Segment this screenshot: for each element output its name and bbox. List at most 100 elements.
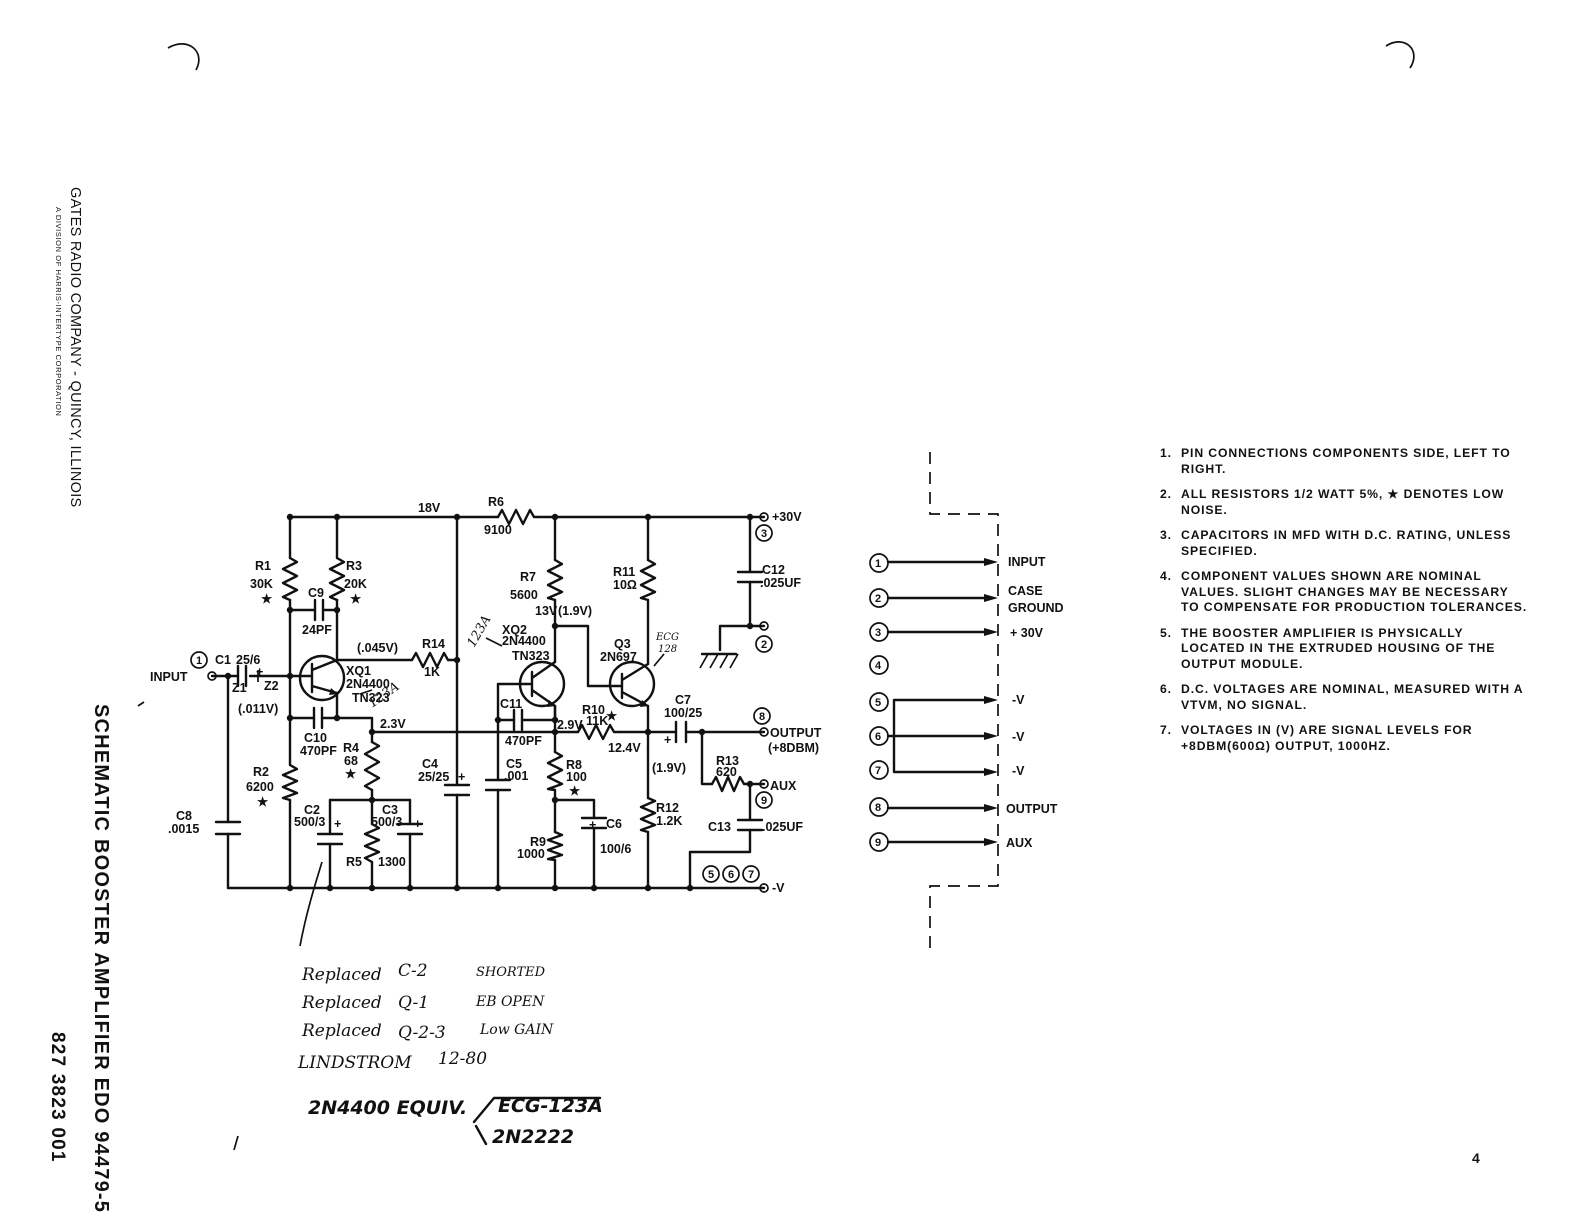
repair-row1-action: Replaced xyxy=(301,965,382,985)
c6-value: 100/6 xyxy=(600,842,631,856)
notes-list: 1.PIN CONNECTIONS COMPONENTS SIDE, LEFT … xyxy=(1158,446,1530,764)
resistor-r12 xyxy=(639,796,657,834)
c7-label: C7 xyxy=(675,693,691,707)
c3-value: 500/3 xyxy=(371,815,402,829)
c8-value: .0015 xyxy=(168,822,199,836)
company-name: GATES RADIO COMPANY - QUINCY, ILLINOIS xyxy=(67,187,83,508)
resistor-r10 xyxy=(576,723,622,741)
capacitor-c8 xyxy=(214,820,242,836)
note-item: 4.COMPONENT VALUES SHOWN ARE NOMINAL VAL… xyxy=(1160,569,1528,614)
resistor-r11 xyxy=(639,558,657,602)
pin-diagram-num-9: 9 xyxy=(875,837,881,849)
pin-1-marker: 1 xyxy=(196,655,202,667)
resistor-r2 xyxy=(281,763,299,802)
r3-label: R3 xyxy=(346,559,362,573)
repair-row2-fault: EB OPEN xyxy=(475,994,545,1010)
r4-label: R4 xyxy=(343,741,359,755)
capacitor-c1 xyxy=(236,664,248,688)
note-item: 6.D.C. VOLTAGES ARE NOMINAL, MEASURED WI… xyxy=(1160,682,1524,712)
resistor-r9 xyxy=(546,830,564,862)
note-item: 5.THE BOOSTER AMPLIFIER IS PHYSICALLY LO… xyxy=(1160,625,1496,671)
plus30-label: +30V xyxy=(772,510,802,524)
v011-label: (.011V) xyxy=(238,702,278,716)
note-item: 1.PIN CONNECTIONS COMPONENTS SIDE, LEFT … xyxy=(1160,446,1511,476)
repair-row1-fault: SHORTED xyxy=(476,965,546,980)
pin-3-marker: 3 xyxy=(761,528,767,540)
q1-alt: TN323 xyxy=(352,691,390,705)
v23-label: 2.3V xyxy=(380,717,406,731)
c10-label: C10 xyxy=(304,731,327,745)
q1-type: 2N4400 xyxy=(346,677,390,691)
r8-label: R8 xyxy=(566,758,582,772)
pin-diagram-label-minus-v-2: -V xyxy=(1012,730,1025,744)
capacitor-c10 xyxy=(312,706,324,730)
pin-diagram-label-minus-v-1: -V xyxy=(1012,693,1025,707)
pin-diagram-num-8: 8 xyxy=(875,802,881,814)
return-pin-5: 5 xyxy=(708,869,714,881)
c3-plus: + xyxy=(414,817,421,831)
r10-label: R10 xyxy=(582,703,605,717)
r3-star: ★ xyxy=(350,592,362,606)
capacitor-c6 xyxy=(580,816,608,830)
resistor-r3 xyxy=(328,556,346,602)
transistor-xq1 xyxy=(298,654,346,702)
pin-diagram-num-6: 6 xyxy=(875,731,881,743)
q2-type: 2N4400 xyxy=(502,634,546,648)
r5-label: R5 xyxy=(346,855,362,869)
c6-label: C6 xyxy=(606,817,622,831)
resistor-symbols xyxy=(281,508,748,864)
resistor-r5 xyxy=(363,822,381,864)
terminal-ground xyxy=(759,621,769,631)
input-label: INPUT xyxy=(150,670,188,684)
terminal-input xyxy=(207,671,217,681)
capacitor-c3 xyxy=(396,822,424,836)
resistor-r8 xyxy=(546,750,564,792)
v19b-label: (1.9V) xyxy=(652,761,686,775)
v18-label: 18V xyxy=(418,501,441,515)
capacitor-c4 xyxy=(443,783,471,797)
capacitor-c13 xyxy=(736,818,764,832)
pin-diagram-num-3: 3 xyxy=(875,627,881,639)
r4-star: ★ xyxy=(345,767,357,781)
c9-label: C9 xyxy=(308,586,324,600)
return-pin-7: 7 xyxy=(748,869,754,881)
r11-label: R11 xyxy=(613,565,635,579)
svg-text:128: 128 xyxy=(658,644,677,655)
r6-value: 9100 xyxy=(484,523,512,537)
q3-type: 2N697 xyxy=(600,650,637,664)
pin-diagram-label-input: INPUT xyxy=(1008,555,1046,569)
r12-label: R12 xyxy=(656,801,679,815)
r13-label: R13 xyxy=(716,754,739,768)
company-division: A DIVISION OF HARRIS-INTERTYPE CORPORATI… xyxy=(54,207,63,417)
resistor-r13 xyxy=(710,775,748,793)
pin-diagram-label-plus30: + 30V xyxy=(1010,626,1044,640)
junction-dots xyxy=(224,513,754,892)
note-item: 2.ALL RESISTORS 1/2 WATT 5%, ★ DENOTES L… xyxy=(1160,487,1505,517)
c6-plus: + xyxy=(589,818,596,832)
c11-value: 470PF xyxy=(505,734,542,748)
zener-z1-z2 xyxy=(250,670,262,682)
z1-label: Z1 xyxy=(232,681,247,695)
r2-label: R2 xyxy=(253,765,269,779)
r5-value: 1300 xyxy=(378,855,406,869)
v124-label: 12.4V xyxy=(608,741,641,755)
r12-value: 1.2K xyxy=(656,814,682,828)
resistor-r4 xyxy=(363,740,381,792)
pin-diagram-num-2: 2 xyxy=(875,593,881,605)
page-number: 4 xyxy=(1472,1150,1480,1166)
repair-row3-fault: Low GAIN xyxy=(479,1022,554,1038)
equiv-2n2222: 2N2222 xyxy=(492,1126,574,1148)
c2-label: C2 xyxy=(304,803,320,817)
repair-row2-part: Q-1 xyxy=(398,993,429,1013)
v29-label: 2.9V xyxy=(557,718,583,732)
resistor-r6 xyxy=(496,508,540,526)
r1-label: R1 xyxy=(255,559,271,573)
equiv-note: 2N4400 EQUIV. xyxy=(308,1097,467,1119)
terminal-aux xyxy=(759,779,769,789)
resistor-r7 xyxy=(546,558,564,602)
r2-value: 6200 xyxy=(246,780,274,794)
output-label: OUTPUT xyxy=(770,726,822,740)
pin-8-marker: 8 xyxy=(759,711,765,723)
capacitor-c7 xyxy=(674,720,688,744)
transistor-q3 xyxy=(608,660,656,708)
